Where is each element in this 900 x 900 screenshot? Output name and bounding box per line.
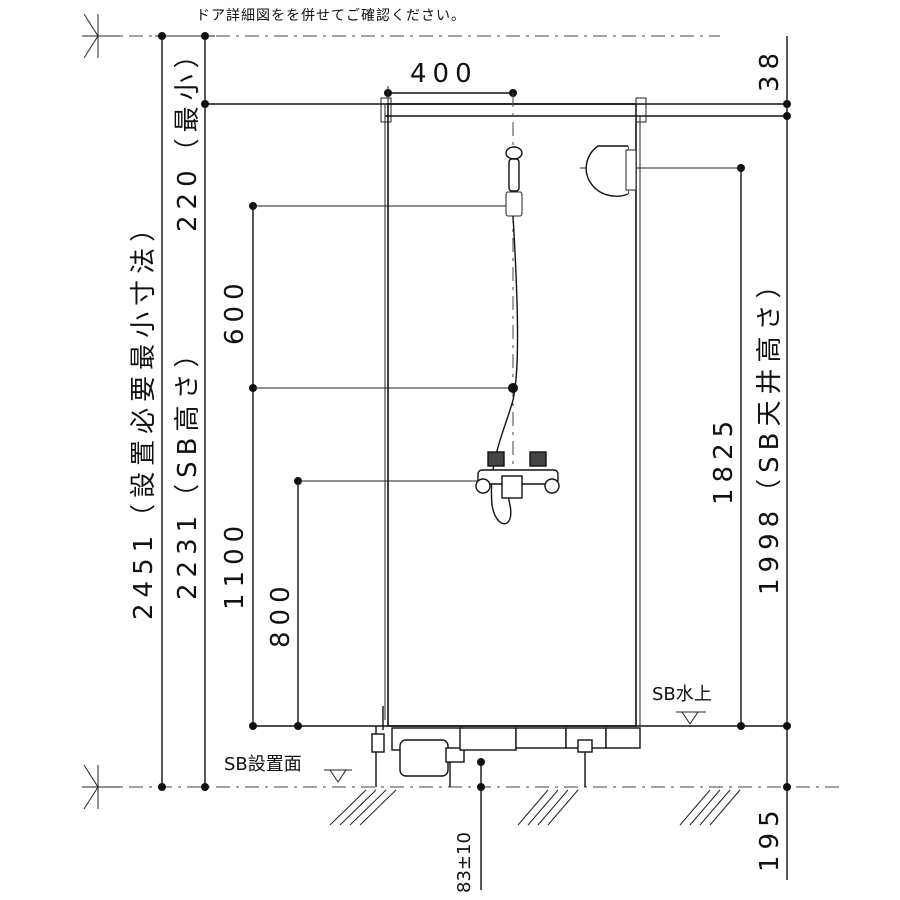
sb-install-label: SB設置面 bbox=[224, 754, 302, 775]
dim-2451-label: 2451（設置必要最小寸法） bbox=[129, 210, 159, 620]
top-level-marker bbox=[82, 13, 120, 59]
dim-800-label: 800 bbox=[266, 580, 296, 648]
leveling-feet bbox=[371, 706, 593, 787]
dim-400-label: 400 bbox=[410, 59, 478, 89]
dim-600-label: 600 bbox=[220, 277, 250, 345]
reference-note: ドア詳細図をを併せてご確認ください。 bbox=[196, 8, 466, 24]
dim-1825-label: 1825 bbox=[709, 415, 739, 505]
floor-level-marker bbox=[82, 764, 120, 810]
dim-1998-label: 1998（SB天井高さ） bbox=[755, 266, 785, 595]
sb-water-label: SB水上 bbox=[652, 684, 712, 705]
sb-install-level-marker bbox=[329, 769, 347, 783]
dim-195-label: 195 bbox=[755, 804, 785, 872]
dim-220-label: 220（最小） bbox=[173, 36, 203, 232]
drain-trap bbox=[391, 727, 641, 777]
ceiling-joint-left bbox=[380, 97, 392, 123]
dim-38-label: 38 bbox=[755, 47, 785, 92]
ground-hatching bbox=[329, 789, 741, 826]
dim-1100-label: 1100 bbox=[220, 520, 250, 610]
ceiling-light-fixture bbox=[585, 145, 637, 197]
sb-water-level-marker bbox=[681, 711, 699, 725]
dim-2231-label: 2231（SB高さ） bbox=[173, 335, 203, 600]
shower-head bbox=[505, 146, 523, 217]
mixing-faucet bbox=[475, 451, 560, 499]
dim-83-label: 83±10 bbox=[454, 832, 475, 893]
ceiling-joint-right bbox=[635, 97, 647, 123]
